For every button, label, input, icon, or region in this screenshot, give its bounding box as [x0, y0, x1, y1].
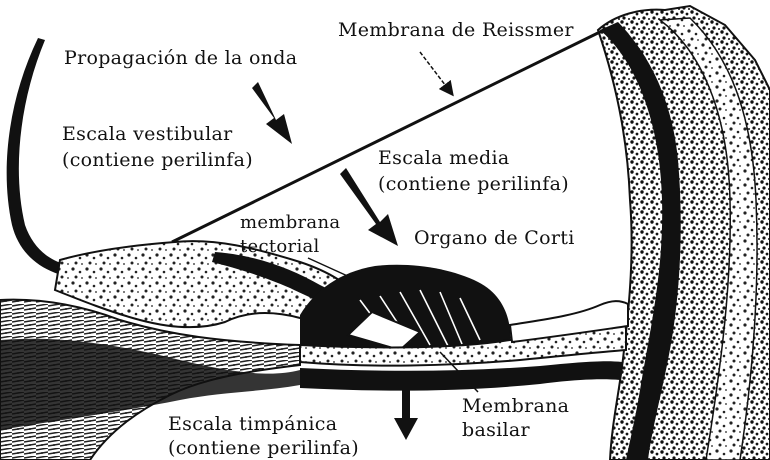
organ-of-corti-label: Organo de Corti: [414, 227, 575, 249]
scala-media-sublabel: (contiene perilinfa): [378, 173, 569, 195]
scala-vestibuli-sublabel: (contiene perilinfa): [62, 149, 253, 171]
reissner-leader: [420, 52, 452, 94]
basilar-membrane-label: Membrana: [462, 395, 569, 417]
scala-media-label: Escala media: [378, 147, 509, 169]
scala-tympani-label: Escala timpánica: [168, 413, 337, 435]
wave-propagation-label: Propagación de la onda: [64, 47, 297, 69]
tectorial-membrane-sublabel: tectorial: [240, 236, 320, 257]
reissner-membrane-label: Membrana de Reissmer: [338, 19, 574, 41]
scala-tympani-sublabel: (contiene perilinfa): [168, 437, 359, 459]
tectorial-membrane-label: membrana: [240, 212, 340, 233]
tympanic-arrow: [394, 384, 418, 440]
wave-arrow: [252, 82, 292, 144]
scala-vestibuli-label: Escala vestibular: [62, 123, 233, 145]
basilar-membrane-sublabel: basilar: [462, 419, 531, 441]
